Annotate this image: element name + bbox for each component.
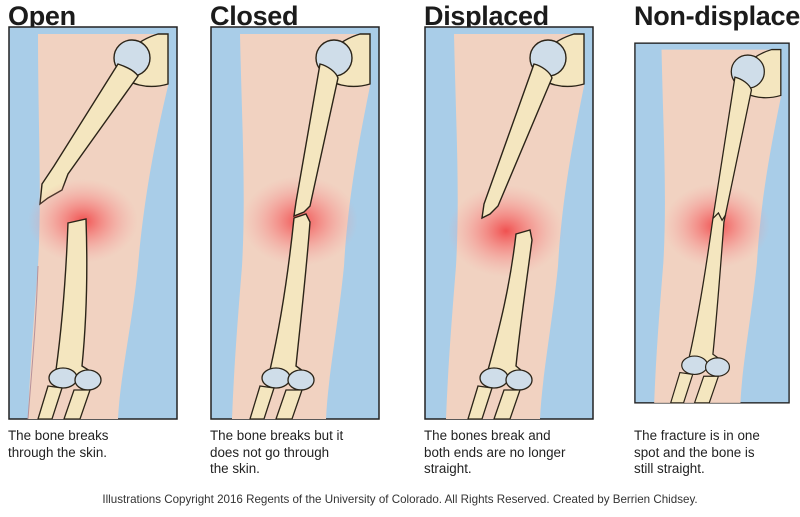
panel-caption: The bone breaks through the skin. — [8, 428, 183, 461]
caption-line: both ends are no longer — [424, 444, 566, 460]
elbow-joint — [261, 367, 291, 389]
caption-line: The fracture is in one — [634, 428, 760, 443]
upper-bone-fragment — [293, 63, 339, 218]
caption-line: does not go through — [210, 444, 330, 460]
forearm-bone — [63, 389, 91, 420]
caption-line: the skin. — [210, 461, 260, 476]
panel-non-displaced: Non-displaced The fracture is in on — [634, 0, 800, 517]
non-displaced-fracture-illustration — [634, 26, 800, 420]
panel-title: Non-displaced — [634, 1, 800, 31]
elbow-joint — [479, 367, 509, 389]
panel-caption: The bone breaks but it does not go throu… — [210, 428, 385, 478]
caption-line: spot and the bone is — [634, 444, 755, 460]
intact-bone — [688, 76, 753, 372]
copyright-credit: Illustrations Copyright 2016 Regents of … — [102, 493, 698, 506]
forearm-bone — [37, 385, 63, 420]
panel-open: Open — [8, 0, 178, 517]
open-fracture-illustration — [8, 26, 178, 420]
pain-glow — [448, 185, 564, 277]
non-displaced-fracture-svg — [634, 42, 790, 404]
panel-closed: Closed The bone breaks but it d — [210, 0, 380, 517]
panel-caption: The bones break and both ends are no lon… — [424, 428, 599, 478]
elbow-joint — [681, 355, 709, 376]
elbow-joint — [48, 367, 78, 389]
caption-line: through the skin. — [8, 444, 108, 460]
displaced-fracture-svg — [424, 26, 594, 420]
panel-title: Closed — [210, 1, 299, 31]
caption-line: straight. — [424, 461, 472, 476]
caption-line: The bone breaks but it — [210, 428, 344, 443]
forearm-bone — [275, 389, 303, 420]
panel-displaced: Displaced The bones break and b — [424, 0, 594, 517]
elbow-joint — [505, 369, 533, 391]
open-fracture-svg — [8, 26, 178, 420]
closed-fracture-illustration — [210, 26, 380, 420]
arm-outline — [27, 265, 39, 420]
caption-line: still straight. — [634, 461, 705, 476]
forearm-bone — [249, 385, 275, 420]
upper-bone-fragment — [481, 63, 553, 220]
forearm-bone — [493, 389, 521, 420]
elbow-joint — [704, 357, 731, 377]
panel-title: Open — [8, 1, 76, 31]
forearm-bone — [693, 375, 720, 404]
caption-line: The bones break and — [424, 428, 551, 443]
elbow-joint — [74, 369, 102, 391]
panel-title: Displaced — [424, 1, 549, 31]
displaced-fracture-illustration — [424, 26, 594, 420]
forearm-bone — [669, 371, 694, 404]
hairline-fracture — [712, 211, 727, 222]
closed-fracture-svg — [210, 26, 380, 420]
elbow-joint — [287, 369, 315, 391]
caption-line: The bone breaks — [8, 428, 109, 443]
forearm-bone — [467, 385, 493, 420]
panel-caption: The fracture is in one spot and the bone… — [634, 428, 794, 478]
